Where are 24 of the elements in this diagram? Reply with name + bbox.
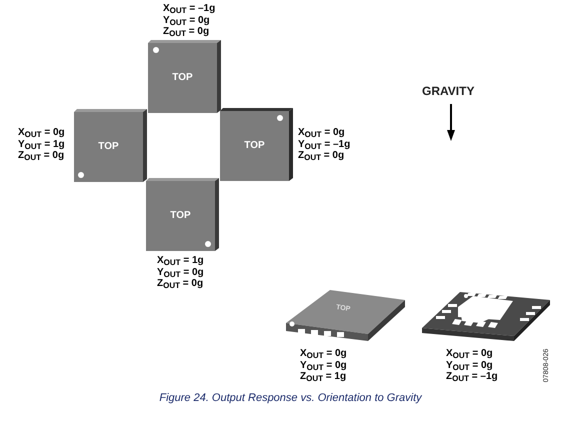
output-value: X$_{OUT}$ = 1g xyxy=(157,255,204,266)
output-value: Y$_{OUT}$ = 0g xyxy=(300,360,347,371)
top-marking: TOP xyxy=(97,141,120,152)
figure-caption: Figure 24. Output Response vs. Orientation to Gravity xyxy=(158,392,423,404)
output-value: X$_{OUT}$ = 0g xyxy=(18,127,65,138)
top-marking: TOP xyxy=(171,72,194,83)
output-value: Y$_{OUT}$ = –1g xyxy=(298,138,350,150)
direction-label: GRAVITY xyxy=(422,84,474,98)
output-value: Z$_{OUT}$ = 1g xyxy=(300,371,347,382)
output-value: X$_{OUT}$ = –1g xyxy=(163,3,216,14)
output-value: Y$_{OUT}$ = 0g xyxy=(446,360,494,371)
output-value: Y$_{OUT}$ = 0g xyxy=(157,266,204,278)
output-value: X$_{OUT}$ = 0g xyxy=(300,348,347,360)
top-marking: TOP xyxy=(243,140,266,151)
output-value: X$_{OUT}$ = 0g xyxy=(298,127,346,138)
output-value: Y$_{OUT}$ = 0g xyxy=(163,14,211,26)
output-value: Z$_{OUT}$ = 0g xyxy=(157,278,204,290)
output-value: Z$_{OUT}$ = 0g xyxy=(163,26,210,38)
output-value: Z$_{OUT}$ = –1g xyxy=(446,371,498,382)
output-value: Z$_{OUT}$ = 0g xyxy=(298,150,346,162)
output-value: Z$_{OUT}$ = 0g xyxy=(18,150,65,162)
output-value: Y$_{OUT}$ = 1g xyxy=(18,138,65,150)
output-value: X$_{OUT}$ = 0g xyxy=(446,348,494,360)
top-marking: TOP xyxy=(169,210,192,221)
